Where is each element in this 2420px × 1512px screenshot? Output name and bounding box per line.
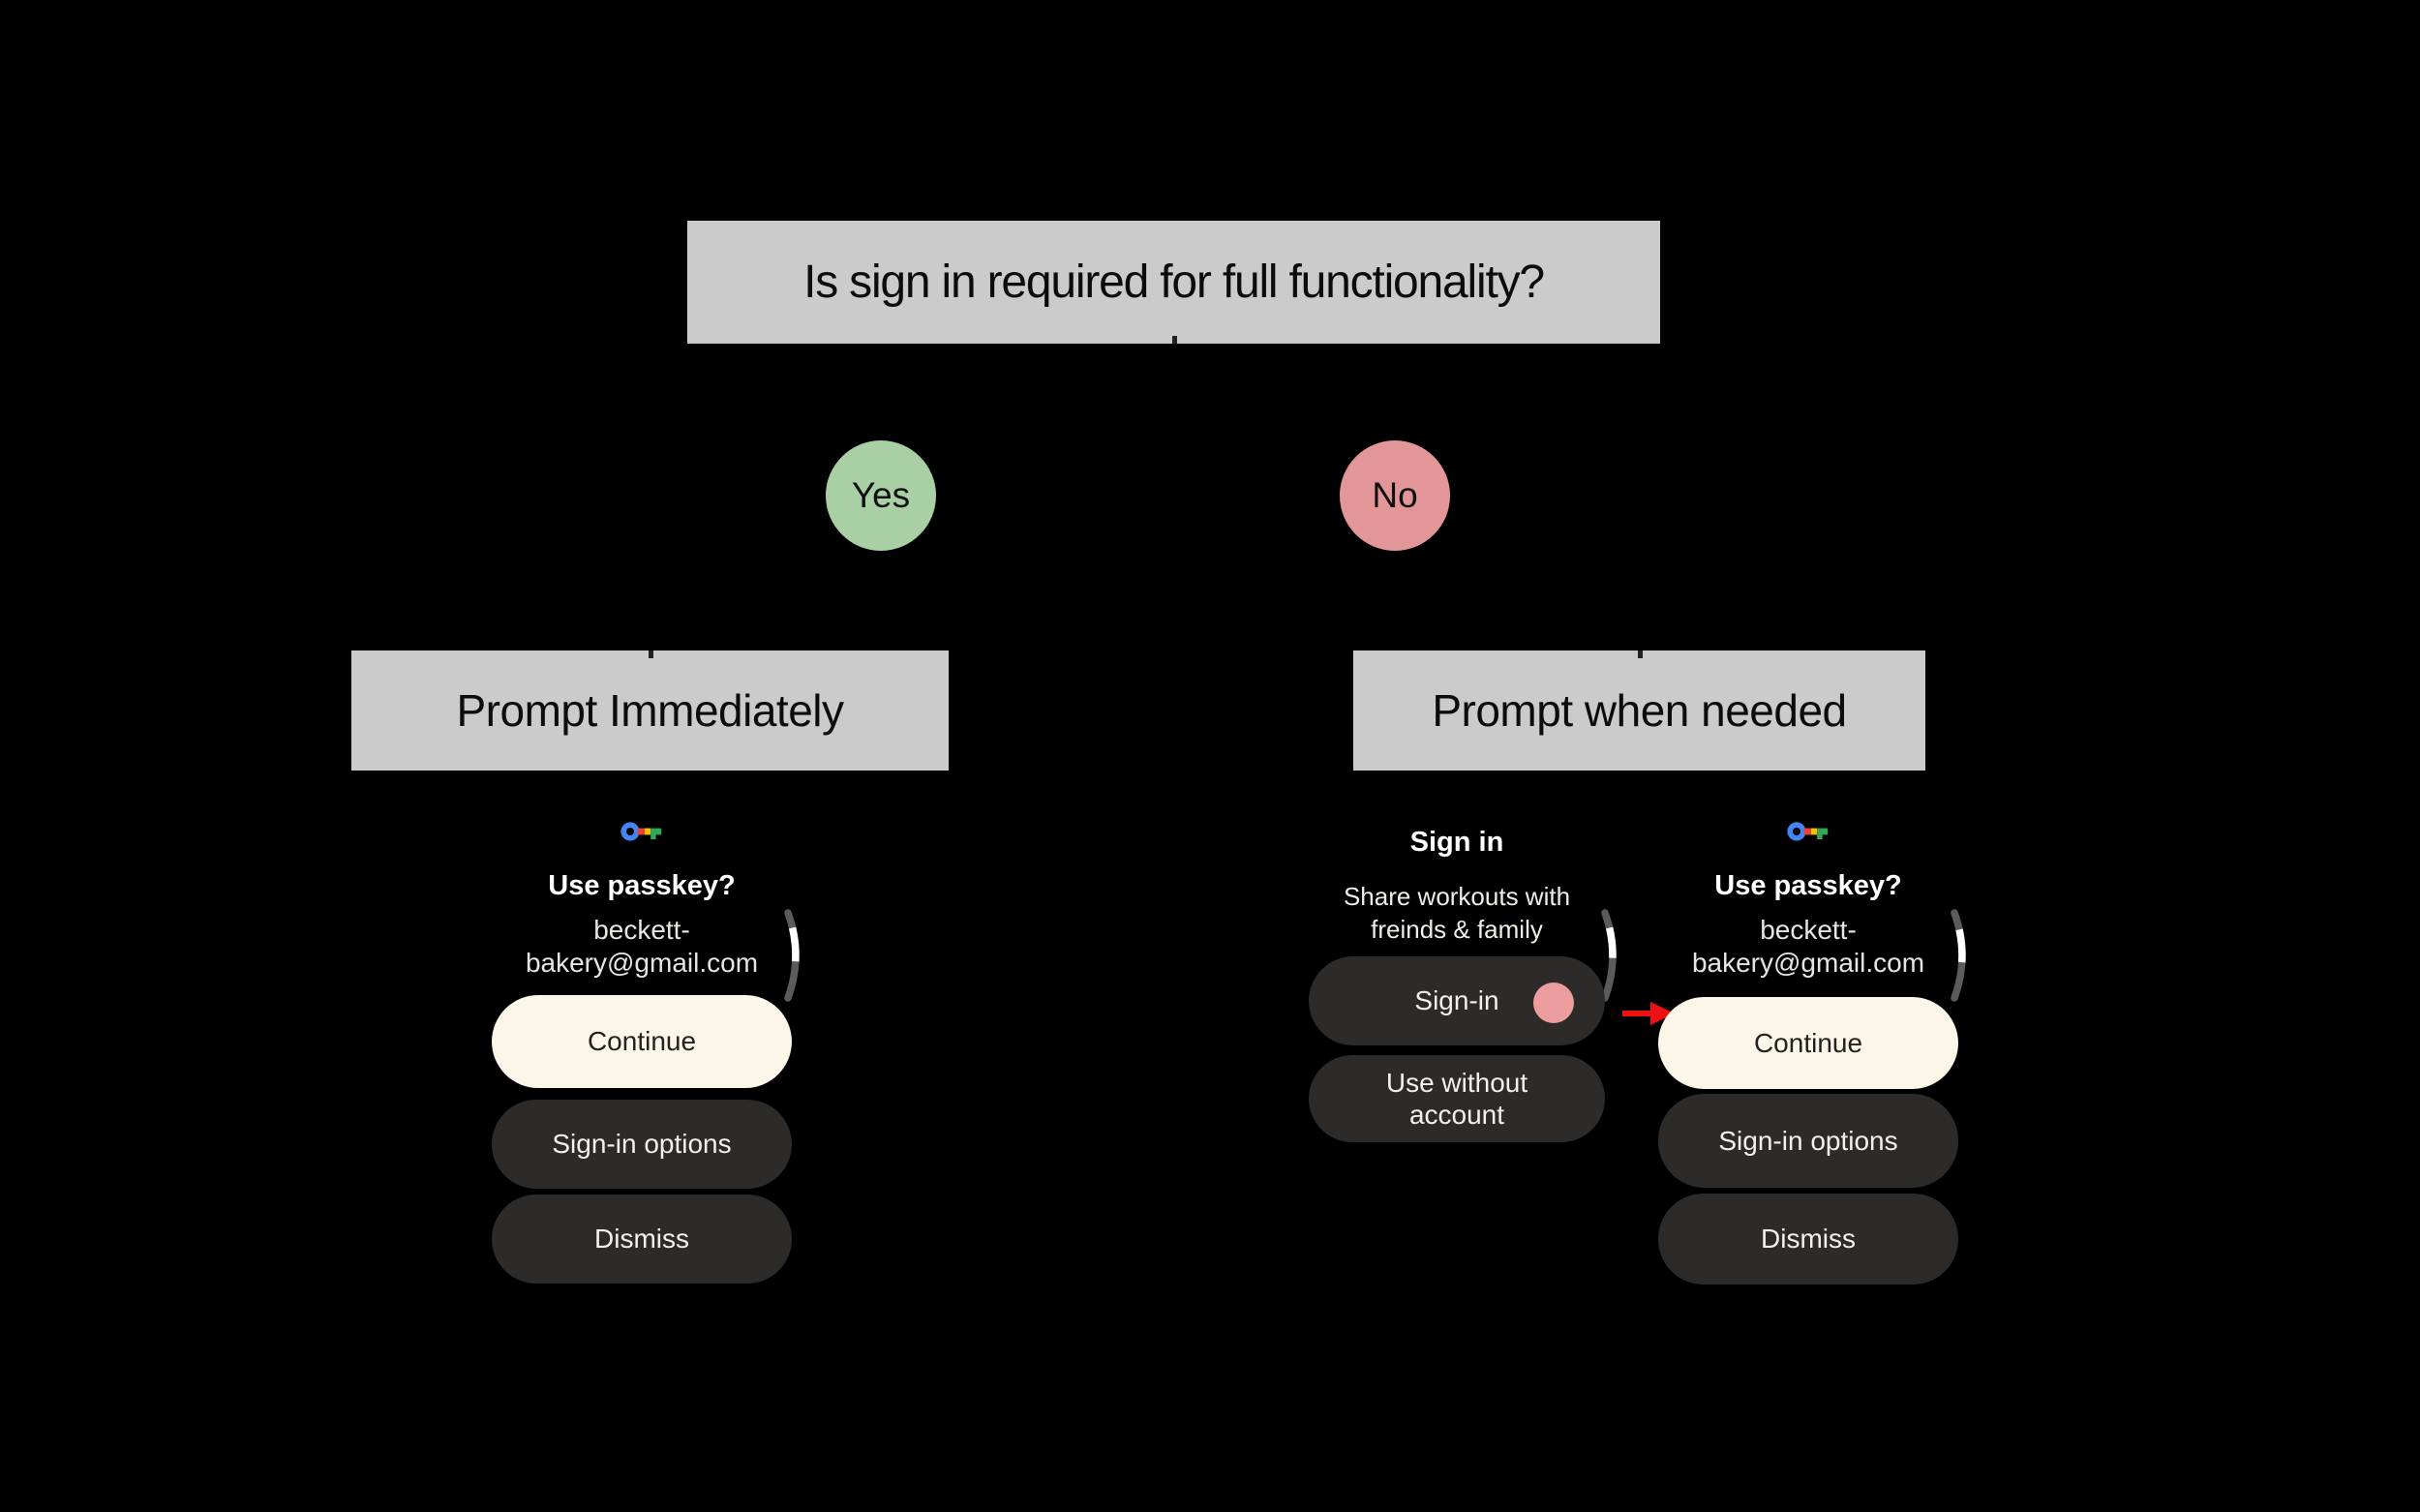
watch-screen-passkey-immediate: Use passkey? beckett- bakery@gmail.com C… [492,813,800,1297]
yes-label: Yes [851,475,911,515]
question-text: Is sign in required for full functionali… [803,257,1545,308]
right-branch-header-text: Prompt when needed [1432,685,1847,736]
description-line2: freinds & family [1371,915,1543,944]
passkey-prompt-title: Use passkey? [1714,870,1902,901]
scroll-indicator [1951,909,1966,1002]
left-branch-header: Prompt Immediately [351,650,949,771]
connector-stub [1171,336,1177,344]
flow-arrow [1622,1002,1675,1025]
question-box: Is sign in required for full functionali… [687,221,1660,344]
left-branch-header-text: Prompt Immediately [456,685,844,736]
account-email: beckett- bakery@gmail.com [492,914,792,980]
use-without-account-label: Use without account [1385,1068,1528,1130]
tap-indicator [1533,983,1574,1023]
connector-stub [1637,650,1643,658]
account-email: beckett- bakery@gmail.com [1658,914,1958,980]
no-label: No [1372,475,1418,515]
email-line2: bakery@gmail.com [525,948,759,978]
description-line1: Share workouts with [1343,882,1571,911]
scroll-indicator [784,909,800,1002]
use-without-account-button[interactable]: Use without account [1309,1055,1605,1142]
yes-node: Yes [826,440,936,551]
no-node: No [1340,440,1450,551]
continue-button[interactable]: Continue [1658,997,1958,1089]
email-line2: bakery@gmail.com [1691,948,1925,978]
signin-button-label: Sign-in [1414,985,1499,1015]
email-line1: beckett- [1760,915,1857,945]
passkey-prompt-title: Use passkey? [548,870,736,901]
signin-options-button[interactable]: Sign-in options [492,1100,792,1189]
connector-stub [648,650,653,658]
passkey-key-icon [1787,822,1829,841]
right-branch-header: Prompt when needed [1353,650,1925,771]
signin-prompt-title: Sign in [1409,827,1504,858]
watch-screen-signin: Sign in Share workouts with freinds & fa… [1309,813,1617,1162]
continue-button[interactable]: Continue [492,995,792,1088]
signin-options-button[interactable]: Sign-in options [1658,1094,1958,1188]
watch-screen-passkey-when-needed: Use passkey? beckett- bakery@gmail.com C… [1658,813,1966,1297]
email-line1: beckett- [593,915,690,945]
scroll-indicator [1601,909,1617,1002]
signin-button[interactable]: Sign-in [1309,956,1605,1045]
dismiss-button[interactable]: Dismiss [1658,1194,1958,1285]
passkey-key-icon [620,822,662,841]
dismiss-button[interactable]: Dismiss [492,1194,792,1284]
signin-description: Share workouts with freinds & family [1309,880,1605,946]
